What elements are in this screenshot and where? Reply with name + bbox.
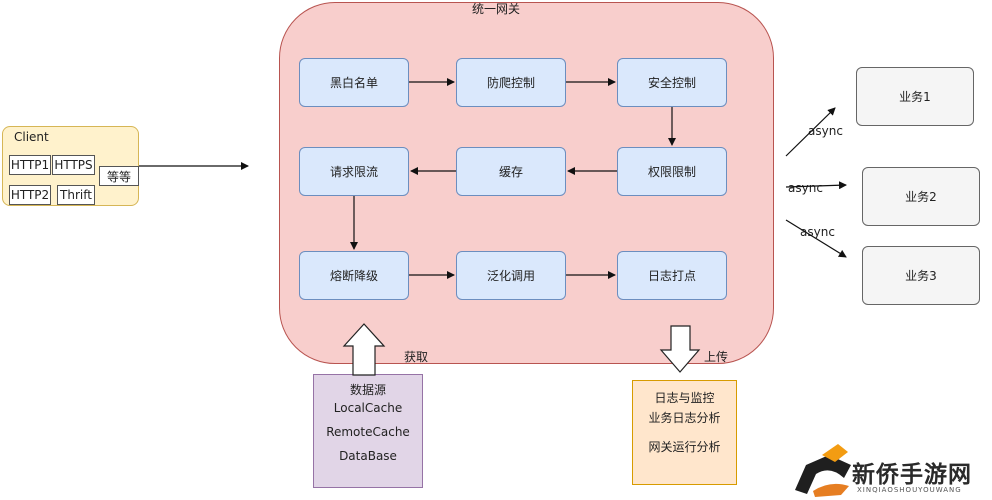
monitoring-title: 日志与监控 [654,391,715,405]
fetch-arrow [342,323,386,376]
watermark-sub: XINQIAOSHOUYOUWANG [857,486,962,494]
monitoring-item: 网关运行分析 [648,440,721,454]
node-cache[interactable]: 缓存 [456,147,566,196]
upload-label: 上传 [704,350,729,364]
node-circuit[interactable]: 熔断降级 [299,251,409,300]
service-2[interactable]: 业务2 [862,167,980,226]
arrow-async-1 [785,107,836,157]
async-label-1: async [808,124,843,138]
service-3[interactable]: 业务3 [862,246,980,305]
node-generic[interactable]: 泛化调用 [456,251,566,300]
datasource-box: 数据源 LocalCache RemoteCache DataBase [313,374,423,488]
node-anticrawl[interactable]: 防爬控制 [456,58,566,107]
node-permission[interactable]: 权限限制 [617,147,727,196]
node-blacklist[interactable]: 黑白名单 [299,58,409,107]
arrow-async-2 [785,181,847,190]
watermark-name: 新侨手游网 [852,462,972,488]
protocol-etc: 等等 [99,166,139,186]
async-label-2: async [788,181,823,195]
datasource-item: RemoteCache [326,425,410,439]
watermark-logo [795,444,851,497]
node-security[interactable]: 安全控制 [617,58,727,107]
gateway-title: 统一网关 [472,2,521,16]
async-label-3: async [800,225,835,239]
node-logging[interactable]: 日志打点 [617,251,727,300]
protocol-https: HTTPS [52,155,95,175]
datasource-title: 数据源 [349,383,386,397]
service-1[interactable]: 业务1 [856,67,974,126]
fetch-label: 获取 [404,350,429,364]
protocol-http2: HTTP2 [9,185,51,205]
protocol-http1: HTTP1 [9,155,51,175]
datasource-item: LocalCache [333,401,403,415]
node-ratelimit[interactable]: 请求限流 [299,147,409,196]
monitoring-box: 日志与监控 业务日志分析 网关运行分析 [632,380,737,485]
monitoring-item: 业务日志分析 [648,411,721,425]
datasource-item: DataBase [339,449,397,463]
upload-arrow [659,325,701,373]
protocol-thrift: Thrift [57,185,95,205]
client-title: Client [14,130,49,144]
arrow-async-3 [785,219,847,258]
